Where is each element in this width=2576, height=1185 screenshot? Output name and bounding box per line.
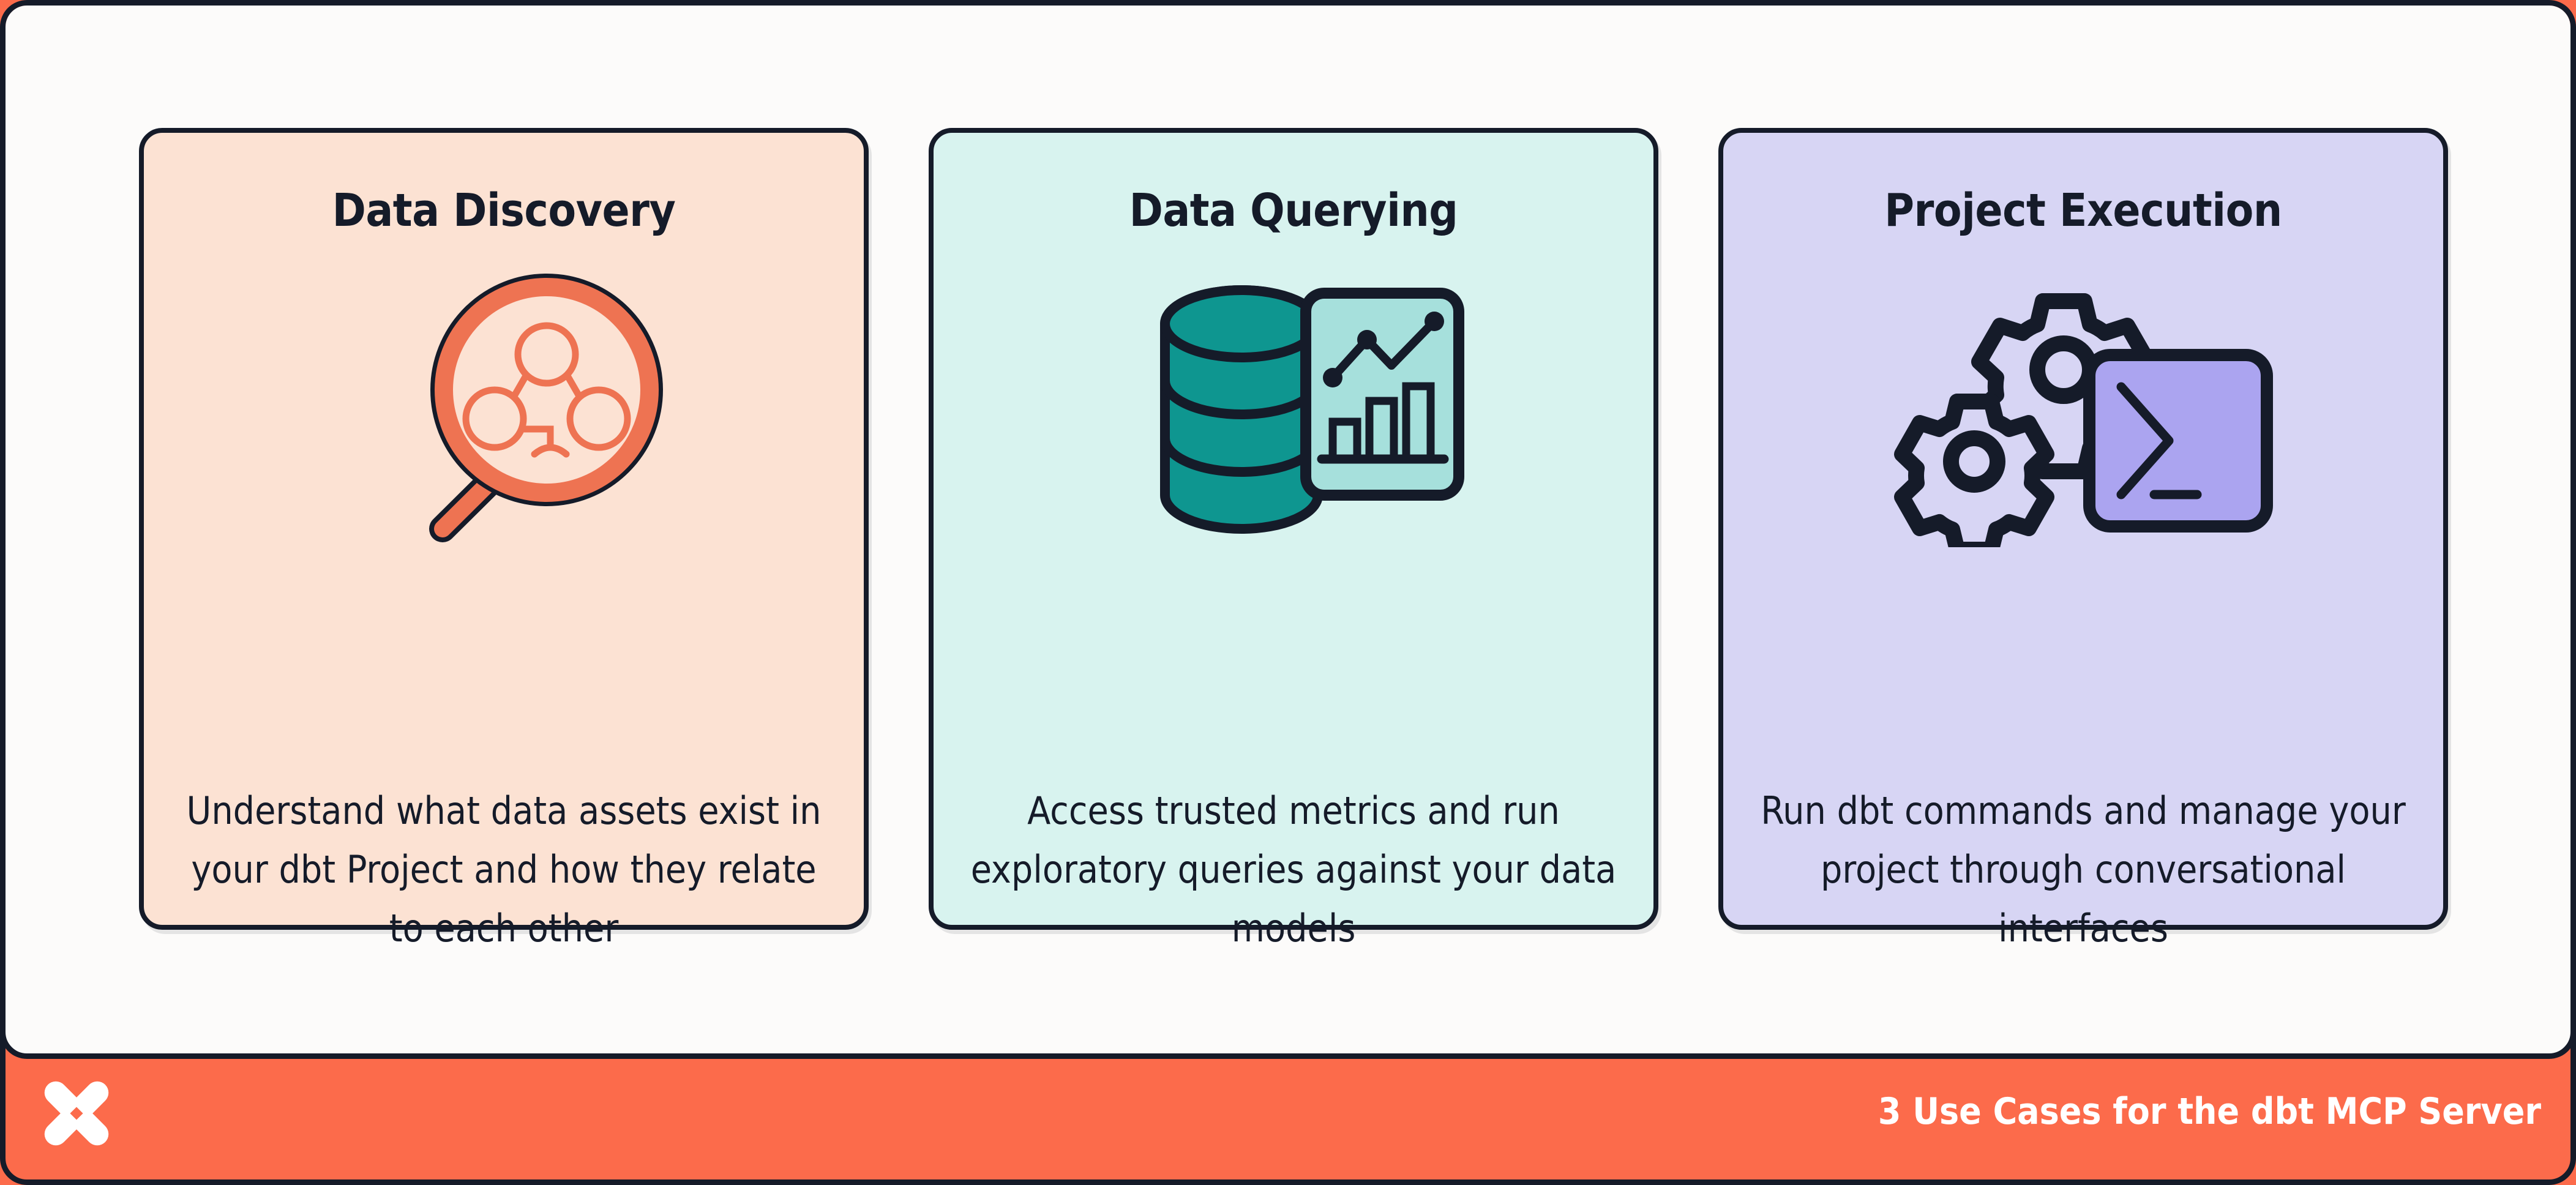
- card-icon: [1723, 269, 2443, 556]
- card-icon: [934, 269, 1653, 556]
- card-description: Understand what data assets exist in you…: [186, 788, 822, 951]
- card-title: Project Execution: [1884, 184, 2282, 237]
- gears-terminal-icon: [1894, 293, 2273, 547]
- card-description: Run dbt commands and manage your project…: [1761, 788, 2406, 951]
- card-title: Data Discovery: [332, 184, 676, 237]
- card-grid: Data Discovery: [6, 6, 2570, 1064]
- database-chart-icon: [1160, 285, 1464, 534]
- use-case-card-data-querying[interactable]: Data Querying: [929, 128, 1658, 951]
- dbt-logo-icon: [44, 1081, 109, 1146]
- footer-caption: 3 Use Cases for the dbt MCP Server: [1878, 1090, 2541, 1133]
- content-panel: Data Discovery: [6, 6, 2570, 1059]
- footer-bar: 3 Use Cases for the dbt MCP Server: [6, 1047, 2570, 1179]
- card-icon: [144, 269, 864, 556]
- magnifying-glass-lineage-icon: [429, 274, 663, 542]
- use-case-card-project-execution[interactable]: Project Execution: [1718, 128, 2448, 951]
- card-title: Data Querying: [1129, 184, 1458, 237]
- use-case-card-data-discovery[interactable]: Data Discovery: [139, 128, 869, 951]
- card-description: Access trusted metrics and run explorato…: [970, 788, 1617, 951]
